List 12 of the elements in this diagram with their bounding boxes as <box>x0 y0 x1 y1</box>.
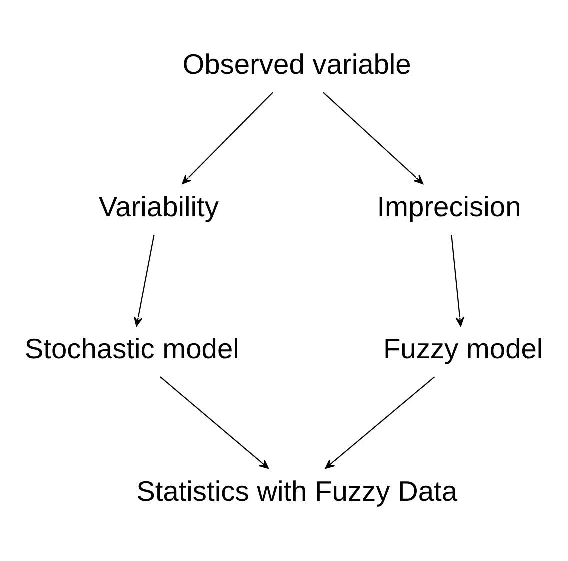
node-text: Stochastic model <box>24 332 240 365</box>
arrow <box>182 92 274 184</box>
arrow <box>325 376 436 470</box>
arrow <box>134 234 155 327</box>
arrow <box>451 234 464 327</box>
arrow <box>160 376 270 470</box>
node-text: Observed variable <box>182 48 412 80</box>
node-text: Fuzzy model <box>383 332 544 365</box>
arrow <box>323 92 424 184</box>
node-text: Imprecision <box>377 190 522 222</box>
node-text: Variability <box>98 190 219 222</box>
node-text: Statistics with Fuzzy Data <box>136 475 458 508</box>
